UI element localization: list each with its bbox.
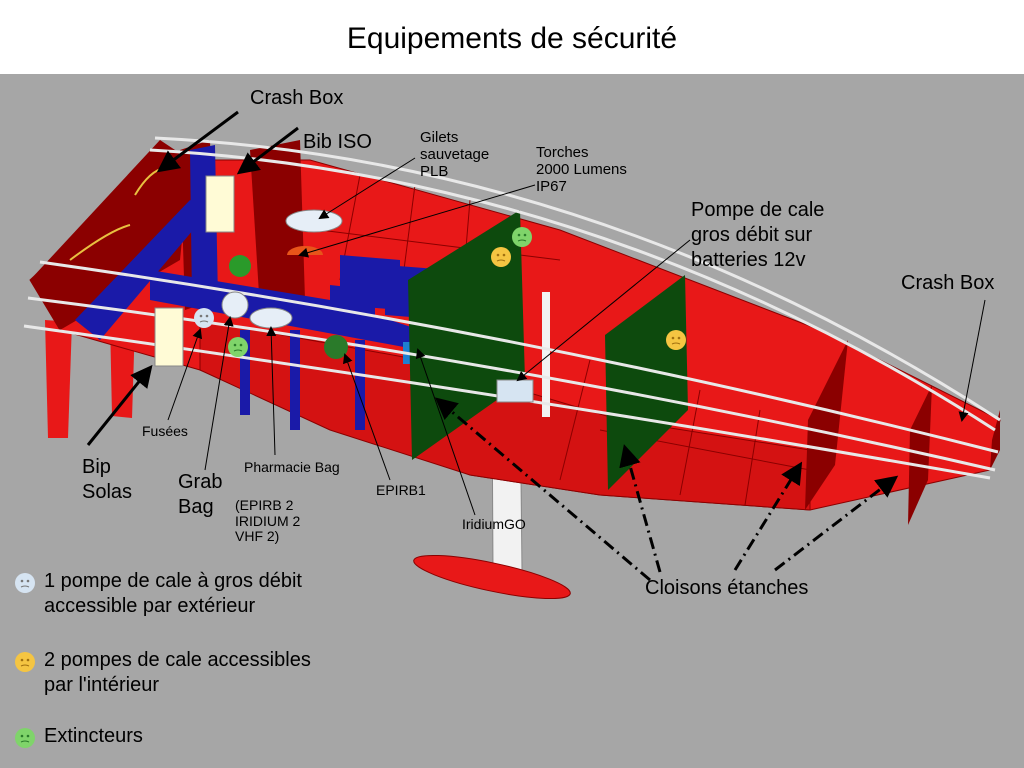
grab-bag-item	[221, 291, 249, 319]
green-bulkhead-2	[605, 275, 688, 490]
legend-text-extincteurs: Extincteurs	[44, 725, 143, 747]
bib-iso-box	[205, 175, 235, 233]
label-grab-bag-contents: (EPIRB 2 IRIDIUM 2 VHF 2)	[235, 497, 301, 545]
keel-bulb	[413, 554, 571, 600]
yellow-face-icon	[15, 652, 35, 672]
bold-pointers	[86, 110, 299, 446]
smiley-blue-icon	[194, 308, 214, 328]
label-crash-box-top: Crash Box	[250, 87, 344, 109]
label-epirb1: EPIRB1	[376, 482, 426, 498]
diagram-stage: Crash Box Bib ISO Gilets sauvetage PLB T…	[0, 74, 1024, 768]
smiley-green-2-icon	[512, 227, 532, 247]
legend-text-pompe-exterieur: 1 pompe de cale à gros débit accessible …	[44, 570, 302, 617]
pharmacie-bag-item	[249, 307, 293, 329]
deck-detail	[69, 224, 131, 261]
label-bip-solas: Bip Solas	[82, 456, 133, 503]
title-bar: Equipements de sécurité	[0, 0, 1024, 74]
blue-frame-left	[75, 200, 210, 340]
legend-item-pompe-exterieur: 1 pompe de cale à gros débit accessible …	[14, 569, 302, 619]
legend-text-pompes-interieur: 2 pompes de cale accessibles par l'intér…	[44, 649, 311, 696]
page-title: Equipements de sécurité	[346, 22, 678, 55]
boat-diagram	[23, 110, 1001, 600]
label-gilets: Gilets sauvetage PLB	[420, 129, 490, 180]
bulkhead-aft	[250, 140, 305, 310]
thin-pointers	[167, 157, 986, 516]
green-face-icon	[15, 728, 35, 748]
label-crash-box-right: Crash Box	[901, 272, 995, 294]
blue-box-3	[330, 285, 375, 335]
bow-bulkhead-2	[908, 385, 932, 525]
label-bib-iso: Bib ISO	[303, 131, 372, 153]
label-grab-bag: Grab Bag	[178, 471, 223, 518]
dashed-pointers	[434, 397, 899, 582]
smiley-yellow-2-icon	[666, 330, 686, 350]
bip-solas-box	[154, 307, 184, 367]
label-fusees: Fusées	[142, 423, 188, 439]
bow-bulkhead-1	[805, 340, 848, 510]
epirb1-item	[324, 335, 348, 359]
label-torches: Torches 2000 Lumens IP67	[536, 144, 627, 195]
blue-stripes	[240, 330, 365, 430]
label-cloisons: Cloisons étanches	[645, 577, 809, 599]
label-pompe-cale: Pompe de cale gros débit sur batteries 1…	[691, 199, 825, 271]
legend-item-pompes-interieur: 2 pompes de cale accessibles par l'intér…	[14, 648, 311, 698]
blue-face-icon	[15, 573, 35, 593]
legend-item-extincteurs: Extincteurs	[14, 724, 143, 749]
rudder-left	[45, 320, 72, 438]
stern-transom	[30, 140, 190, 330]
label-pharmacie-bag: Pharmacie Bag	[244, 459, 340, 475]
label-iridiumgo: IridiumGO	[462, 516, 526, 532]
gilets-item	[285, 209, 343, 233]
pompe-cale-item	[496, 379, 534, 403]
smiley-green-icon	[228, 337, 248, 357]
extinguisher-1	[229, 255, 251, 277]
stanchion	[542, 292, 550, 417]
smiley-yellow-1-icon	[491, 247, 511, 267]
bow-crashbox	[990, 410, 1000, 470]
